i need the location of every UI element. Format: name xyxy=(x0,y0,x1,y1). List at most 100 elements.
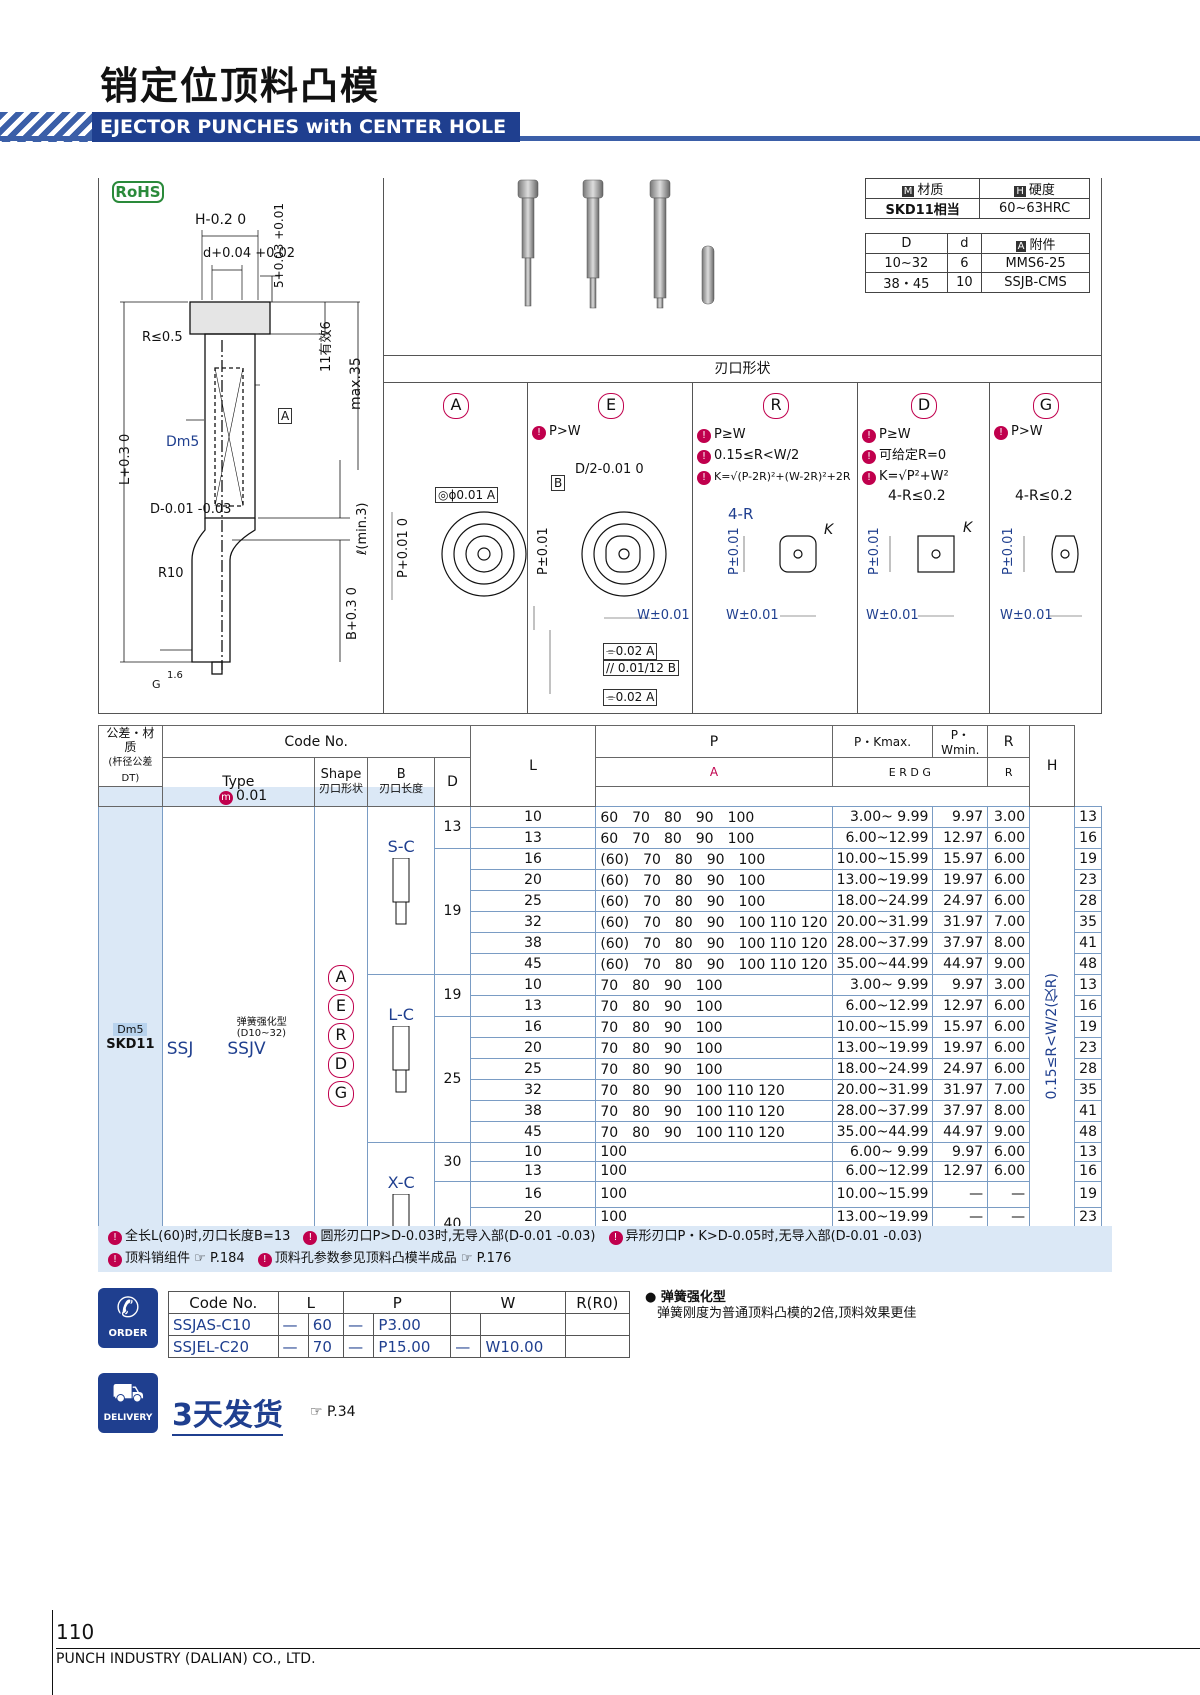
L-cell: 100 xyxy=(595,1207,833,1228)
header-PW: P・Wmin. xyxy=(932,725,989,758)
L-cell: (60) 70 80 90 100 110 120 xyxy=(595,910,833,933)
P-cell: 28.00~37.99 xyxy=(831,1099,934,1122)
shape-E-note: !P>W xyxy=(532,424,581,440)
shape-E-label: E xyxy=(598,390,624,422)
dim-d: d+0.04 +0.02 xyxy=(203,246,296,261)
shape-R-notes: !P≥W !0.15≤R<W/2 !K=√(P-2R)²+(W-2R)²+2R xyxy=(697,424,851,487)
D-cell: 13 xyxy=(469,1161,597,1182)
PK-cell: 37.97 xyxy=(932,931,989,954)
hardness-value: 60~63HRC xyxy=(979,198,1090,219)
datum-A: A xyxy=(278,408,293,424)
dim-R05: R≤0.5 xyxy=(142,330,183,345)
PW-cell: 6.00 xyxy=(987,826,1031,849)
page-number: 110 xyxy=(56,1620,95,1644)
dim-W-R: W±0.01 xyxy=(726,608,779,623)
shape-G-label: G xyxy=(1033,390,1059,422)
dim-W-G: W±0.01 xyxy=(1000,608,1053,623)
PW-cell: 3.00 xyxy=(987,973,1031,996)
tol-symmetry-1: ⌯0.02 A xyxy=(603,643,658,660)
D-cell: 45 xyxy=(469,952,597,975)
company-name: PUNCH INDUSTRY (DALIAN) CO., LTD. xyxy=(56,1651,316,1667)
shape-option: R xyxy=(327,1023,354,1049)
PK-cell: 37.97 xyxy=(932,1099,989,1122)
dim-D2: D/2-0.01 0 xyxy=(575,462,644,477)
delivery-ref: ☞ P.34 xyxy=(310,1404,356,1420)
H-cell: 28 xyxy=(1074,889,1102,912)
PK-cell: 12.97 xyxy=(932,994,989,1017)
dim-K-D: K xyxy=(963,520,973,536)
PW-cell: 6.00 xyxy=(987,868,1031,891)
dim-B: B+0.3 0 xyxy=(345,587,360,640)
D-cell: 13 xyxy=(469,994,597,1017)
D-cell: 20 xyxy=(469,868,597,891)
shape-option: D xyxy=(327,1052,354,1078)
shape-R-label: R xyxy=(763,390,789,422)
PK-cell: 9.97 xyxy=(932,1141,989,1162)
H-cell: 23 xyxy=(1074,1036,1102,1059)
header-H: H xyxy=(1029,725,1076,807)
spring-note: ● 弹簧强化型 弹簧刚度为普通顶料凸模的2倍,顶料效果更佳 xyxy=(645,1290,917,1321)
H-cell: 16 xyxy=(1074,826,1102,849)
P-cell: 3.00~ 9.99 xyxy=(831,973,934,996)
diagram-frame xyxy=(98,178,1102,714)
P-cell: 13.00~19.99 xyxy=(831,1207,934,1228)
PK-cell: 19.97 xyxy=(932,1036,989,1059)
PK-cell: 31.97 xyxy=(932,910,989,933)
PW-cell: 3.00 xyxy=(987,805,1031,828)
tol-symmetry-2: ⌯0.02 A xyxy=(603,689,658,706)
shape-D-notes: !P≥W !可给定R=0 !K=√P²+W² xyxy=(862,424,949,487)
dim-l: ℓ(min.3) xyxy=(355,502,370,555)
dim-4R: 4-R xyxy=(728,505,754,523)
blade-group-cell: L-C xyxy=(367,973,436,1143)
PW-cell: 6.00 xyxy=(987,994,1031,1017)
P-cell: 18.00~24.99 xyxy=(831,889,934,912)
header-code: Code No. xyxy=(161,725,471,758)
delivery-text: 3天发货 xyxy=(172,1390,283,1436)
blade-group-label: S-C xyxy=(387,836,415,856)
PK-cell: 44.97 xyxy=(932,1120,989,1143)
H-cell: 41 xyxy=(1074,931,1102,954)
L-cell: 100 xyxy=(595,1180,833,1208)
L-cell: 70 80 90 100 xyxy=(595,994,833,1017)
PW-cell: — xyxy=(987,1207,1031,1228)
dim-R10: R10 xyxy=(158,566,184,581)
product-photo xyxy=(517,179,715,309)
L-cell: (60) 70 80 90 100 110 120 xyxy=(595,952,833,975)
P-cell: 13.00~19.99 xyxy=(831,868,934,891)
L-cell: 70 80 90 100 xyxy=(595,1057,833,1080)
P-cell: 20.00~31.99 xyxy=(831,1078,934,1101)
PK-cell: 15.97 xyxy=(932,1015,989,1038)
H-cell: 13 xyxy=(1074,973,1102,996)
P-cell: 10.00~15.99 xyxy=(831,1180,934,1208)
P-cell: 35.00~44.99 xyxy=(831,952,934,975)
dim-H: H-0.2 0 xyxy=(195,212,247,228)
PW-cell: 8.00 xyxy=(987,1099,1031,1122)
PW-cell: 6.00 xyxy=(987,1057,1031,1080)
title-banner: EJECTOR PUNCHES with CENTER HOLE xyxy=(0,112,1200,142)
dim-P-D: P±0.01 xyxy=(867,527,882,575)
H-cell: 41 xyxy=(1074,1099,1102,1122)
dim-P-E: P±0.01 xyxy=(536,527,551,575)
D-cell: 25 xyxy=(469,1057,597,1080)
blade-length-cell: 19 xyxy=(434,973,471,1017)
H-cell: 16 xyxy=(1074,1161,1102,1182)
PW-cell: 6.00 xyxy=(987,1161,1031,1182)
spec-table: 公差・材质(杆径公差DT) Code No. L P P・Kmax. P・Wmi… xyxy=(97,725,1102,1267)
shape-option: E xyxy=(327,994,354,1020)
P-cell: 6.00~12.99 xyxy=(831,1161,934,1182)
tolerance-badge: Dm5 xyxy=(113,1022,148,1036)
P-cell: 18.00~24.99 xyxy=(831,1057,934,1080)
D-cell: 45 xyxy=(469,1120,597,1143)
D-cell: 32 xyxy=(469,910,597,933)
P-cell: 28.00~37.99 xyxy=(831,931,934,954)
